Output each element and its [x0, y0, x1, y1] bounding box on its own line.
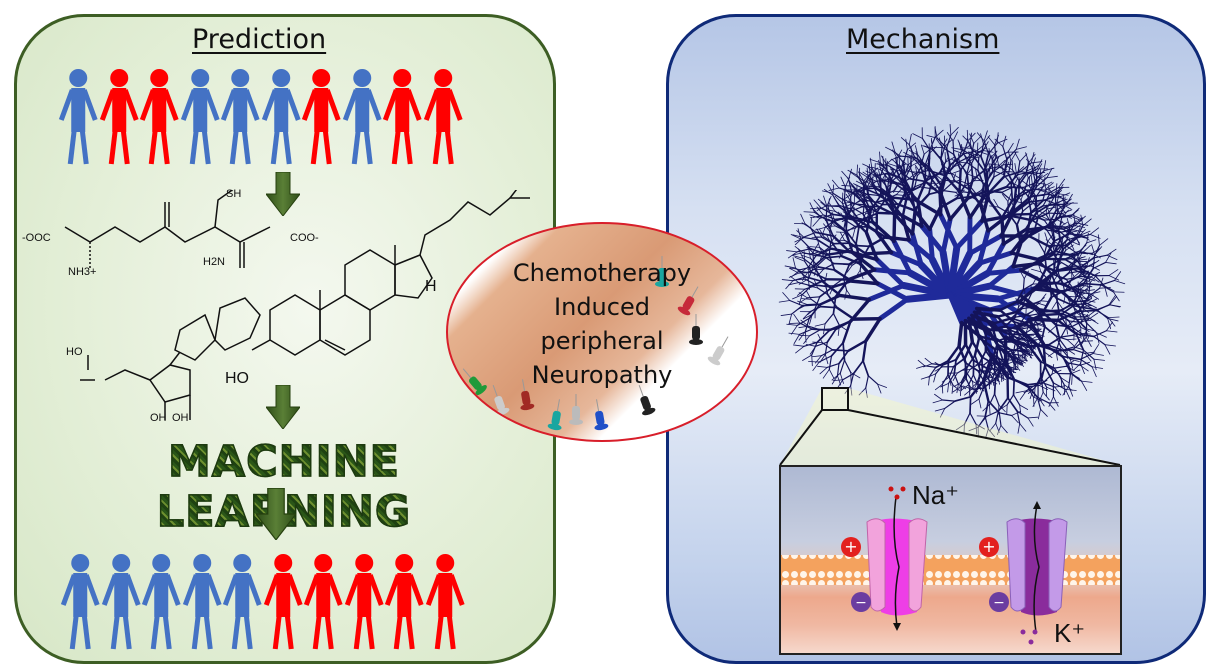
person-icon	[58, 69, 98, 165]
top-population-row	[58, 68, 463, 168]
negative-sign: −	[855, 595, 867, 611]
person-icon	[423, 69, 463, 165]
neuron-branches	[778, 123, 1126, 439]
chem-label: -OOC	[22, 232, 51, 244]
pushpin-icon	[677, 286, 699, 316]
bottom-population-row	[60, 553, 465, 653]
positive-sign: +	[844, 537, 857, 556]
person-icon	[220, 69, 260, 165]
person-icon	[261, 69, 301, 165]
person-icon	[303, 554, 343, 650]
mechanism-title: Mechanism	[846, 24, 1000, 55]
chem-label: HO	[66, 346, 83, 358]
person-icon	[222, 554, 262, 650]
down-arrow-icon	[256, 488, 296, 540]
k-flow-arrow	[1033, 504, 1040, 633]
positive-sign: +	[982, 537, 995, 556]
down-arrow-icon	[266, 385, 300, 429]
cipn-line: Induced	[554, 293, 650, 321]
glutathione-structure	[64, 190, 271, 268]
pushpin-icon	[547, 399, 562, 431]
molecule-structures	[64, 190, 530, 420]
pushpin-icon	[594, 399, 609, 431]
cholesterol-structure	[251, 190, 530, 356]
person-icon	[141, 554, 181, 650]
person-icon	[139, 69, 179, 165]
chem-label: NH3+	[68, 266, 97, 278]
cipn-label: Chemotherapy Induced peripheral Neuropat…	[448, 256, 756, 392]
pushpin-icon	[689, 314, 703, 345]
pushpin-icon	[492, 385, 510, 416]
chem-label: OH	[172, 412, 189, 424]
negative-sign: −	[993, 595, 1005, 611]
na-flow-arrow	[893, 496, 900, 628]
chem-label: H2N	[203, 256, 226, 268]
neuron-tree-image	[778, 123, 1126, 439]
amp-structure	[80, 297, 261, 420]
person-icon	[101, 554, 141, 650]
pushpin-icon	[707, 336, 729, 366]
positive-charge-icon	[979, 537, 999, 557]
zoom-callout	[779, 387, 1121, 466]
person-icon	[180, 69, 220, 165]
pushpin-icon	[569, 394, 583, 425]
pushpin-icon	[462, 368, 487, 396]
person-icon	[60, 554, 100, 650]
negative-charge-icon	[989, 592, 1009, 612]
positive-charge-icon	[841, 537, 861, 557]
chem-label: SH	[226, 188, 242, 200]
negative-charge-icon	[851, 592, 871, 612]
chem-label: COO-	[290, 232, 319, 244]
person-icon	[342, 69, 382, 165]
person-icon	[382, 69, 422, 165]
cipn-line: Chemotherapy	[512, 259, 692, 287]
person-icon	[384, 554, 424, 650]
cipn-line: peripheral	[540, 327, 664, 355]
ion-channel-inset: + + − −	[779, 465, 1122, 655]
lipid-bilayer	[781, 555, 1120, 585]
sodium-ion-label: Na⁺	[912, 480, 959, 510]
person-icon	[301, 69, 341, 165]
person-icon	[425, 554, 465, 650]
person-icon	[182, 554, 222, 650]
down-arrow-icon	[266, 172, 300, 216]
chem-label: H	[425, 278, 437, 295]
cipn-ellipse: Chemotherapy Induced peripheral Neuropat…	[446, 222, 758, 442]
pushpin-icon	[520, 379, 535, 411]
ion-channel-diagram: + + − −	[781, 486, 1120, 645]
chem-label: OH	[150, 412, 167, 424]
chem-label: HO	[225, 370, 249, 387]
sodium-channel	[866, 518, 928, 616]
cipn-line: Neuropathy	[531, 361, 673, 389]
zoom-region-box	[821, 387, 849, 411]
pushpin-icon	[728, 373, 746, 404]
person-icon	[99, 69, 139, 165]
potassium-channel	[1006, 518, 1068, 616]
potassium-ion-label: K⁺	[1054, 618, 1086, 648]
prediction-title: Prediction	[192, 24, 327, 55]
person-icon	[344, 554, 384, 650]
person-icon	[263, 554, 303, 650]
pushpins-image	[462, 256, 746, 431]
pushpin-icon	[638, 385, 656, 416]
pushpin-icon	[655, 256, 669, 287]
